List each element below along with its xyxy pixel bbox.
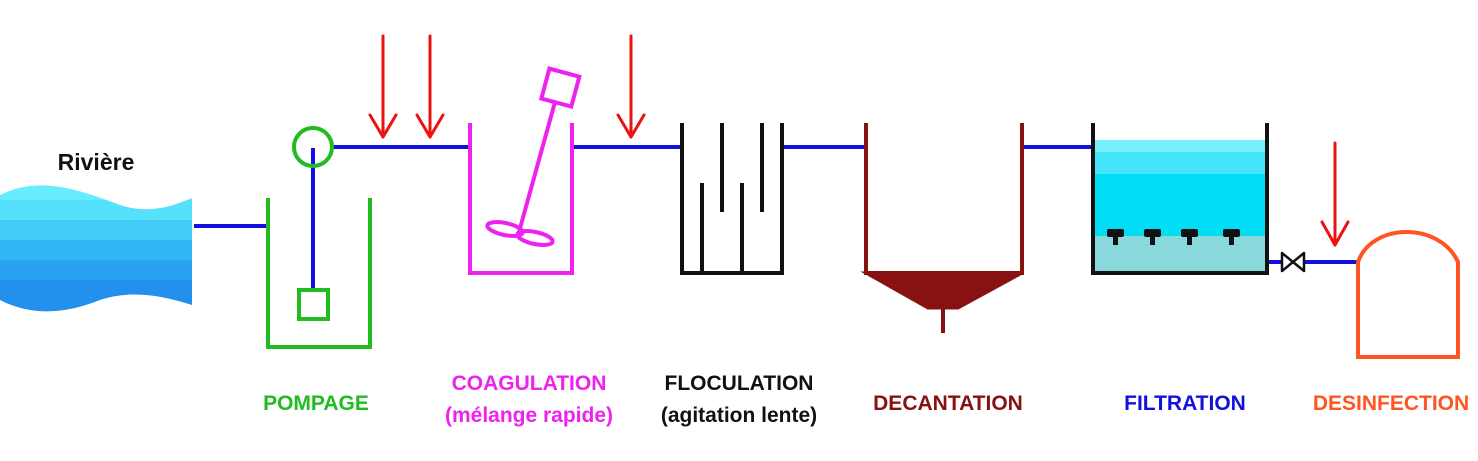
coagulation-tank [468,66,582,275]
pump-icon [292,126,334,168]
filter-media [1093,236,1267,273]
filter-nozzle [1223,229,1240,245]
disinfection-reservoir [1356,230,1460,359]
mixer-shaft [517,101,557,233]
dosing-arrow-1 [368,34,398,139]
river-label: Rivière [58,149,135,175]
settling-tank [860,123,1024,333]
stage-labels: POMPAGE COAGULATION (mélange rapide) FLO… [263,372,1469,427]
valve-icon [1280,251,1306,273]
sludge-hopper [860,271,1023,310]
flocculation-tank [680,123,784,275]
dosing-arrow-4 [1320,141,1350,247]
filter-nozzle [1181,229,1198,245]
label-pompage: POMPAGE [263,392,369,415]
label-floculation-sub: (agitation lente) [661,404,817,427]
filter-tank [1091,123,1269,275]
filter-nozzle [1107,229,1124,245]
mixer-blade-right [515,229,555,247]
label-desinfection: DESINFECTION [1313,392,1469,415]
label-decantation: DECANTATION [873,392,1023,415]
filter-nozzle [1144,229,1161,245]
dosing-arrow-3 [616,34,646,139]
label-floculation: FLOCULATION [665,372,814,395]
label-coagulation-sub: (mélange rapide) [445,404,613,427]
filter-nozzles [1107,229,1240,245]
intake-box [297,288,330,321]
river-water [0,185,192,312]
pump-station [266,126,372,349]
mixer-motor [538,66,582,110]
pipes [194,145,1358,292]
label-coagulation: COAGULATION [452,372,607,395]
dosing-arrows [368,34,1350,247]
dosing-arrow-2 [415,34,445,139]
label-filtration: FILTRATION [1124,392,1246,415]
